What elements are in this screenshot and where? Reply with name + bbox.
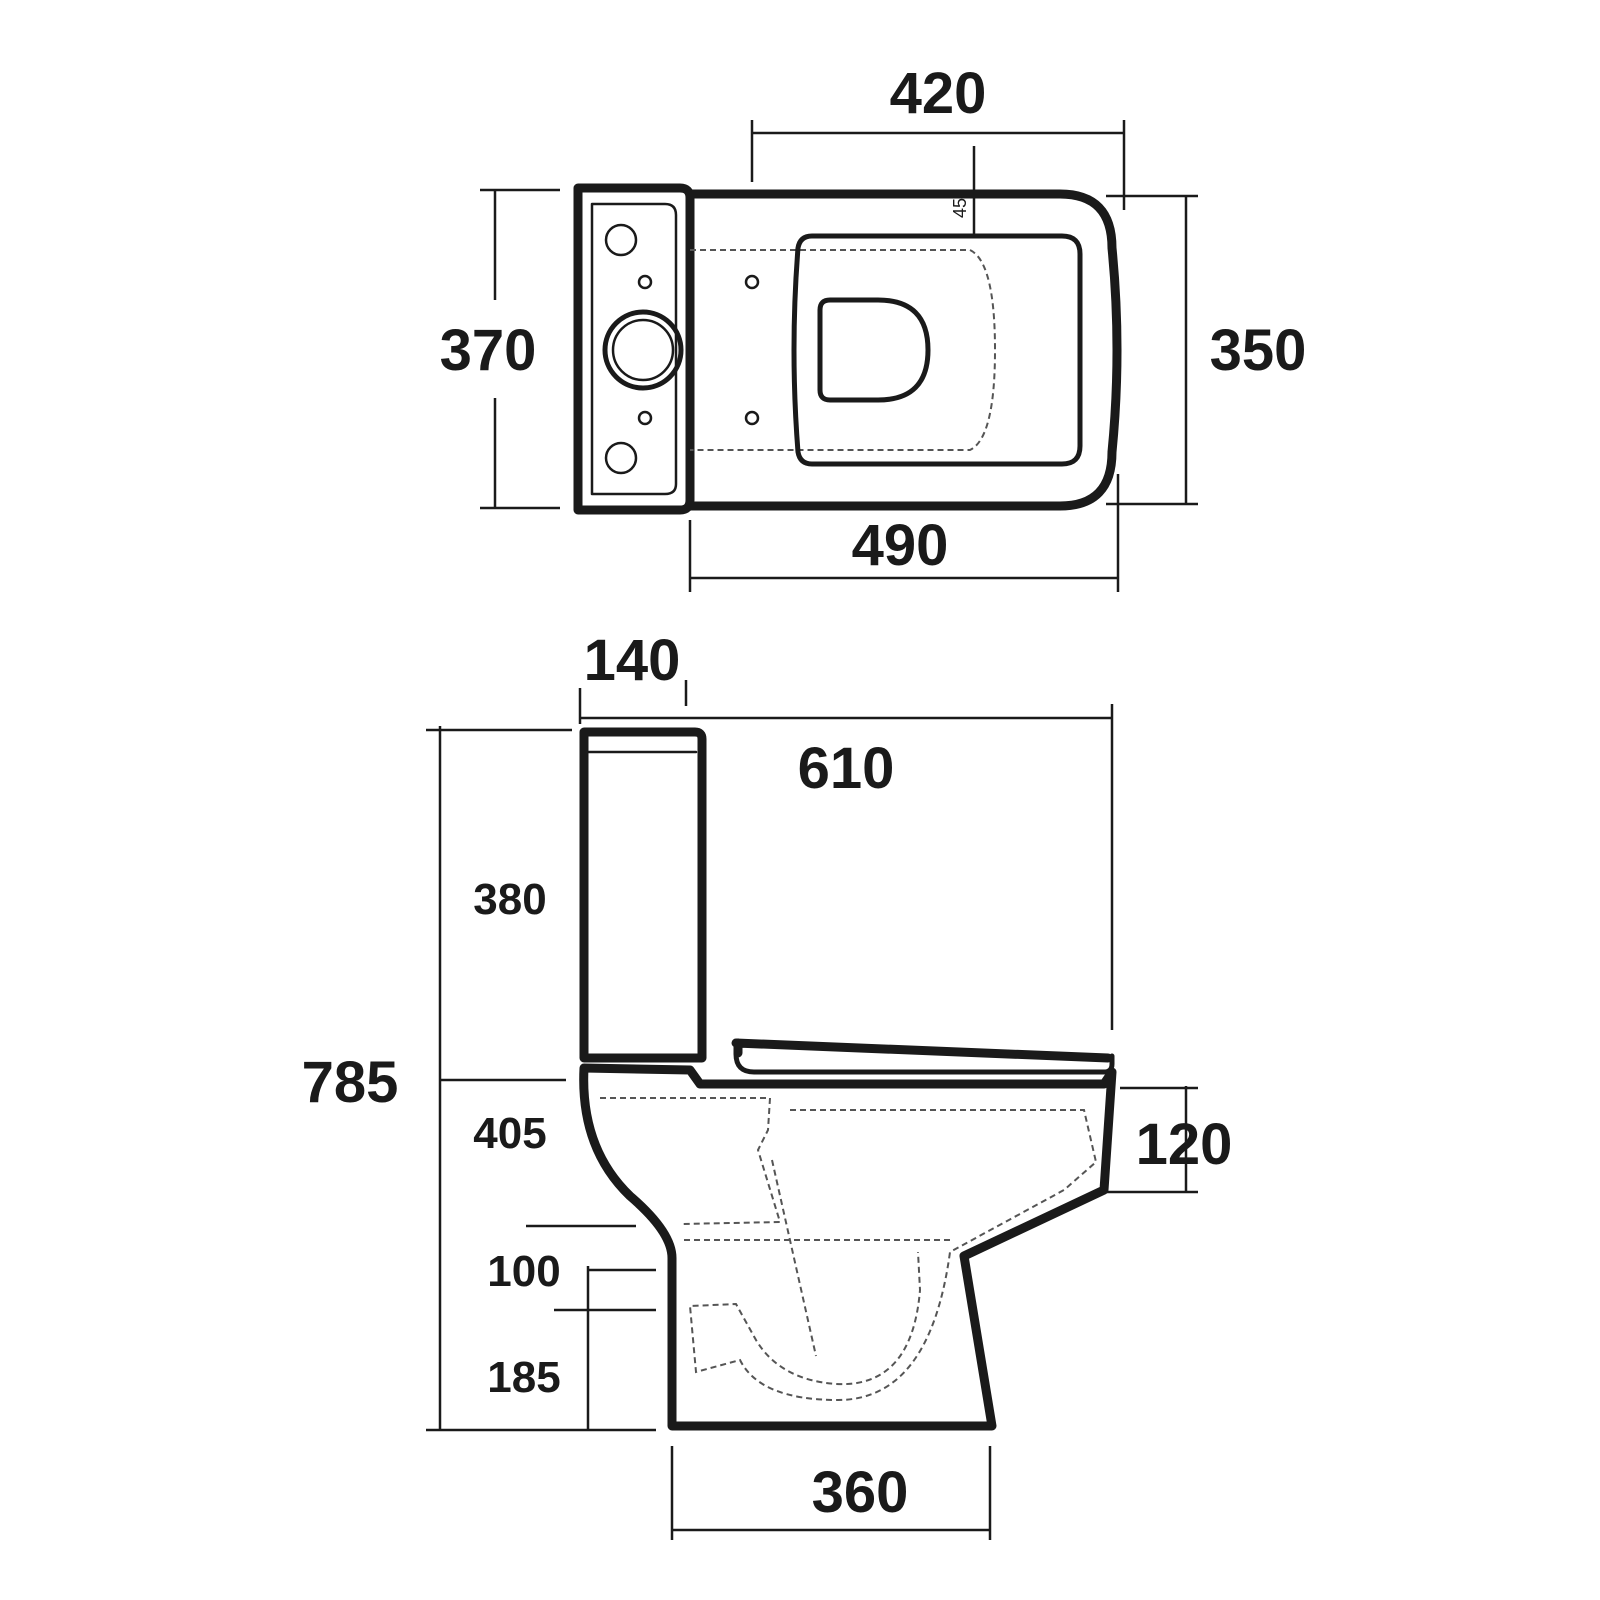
dim-610-label: 610 — [798, 736, 895, 801]
side-pan-hidden-bowl — [600, 1097, 782, 1225]
plan-hole-top — [604, 223, 638, 257]
plan-bolt-lower — [637, 410, 653, 426]
plan-flush-button-inner — [611, 318, 675, 382]
plan-view: 420 45 370 350 490 — [440, 61, 1307, 592]
plan-hinge-bolt-lower — [744, 410, 760, 426]
dim-380-label: 380 — [473, 875, 546, 924]
dim-140-label: 140 — [584, 628, 681, 693]
plan-cistern-outline — [573, 183, 695, 515]
plan-hole-bottom — [604, 441, 638, 475]
dim-120-label: 120 — [1136, 1112, 1233, 1177]
side-view: 140 610 785 380 405 120 100 185 360 — [302, 628, 1233, 1540]
plan-bolt-upper — [637, 274, 653, 290]
dim-490-label: 490 — [852, 513, 949, 578]
side-seat-lid — [731, 1038, 1113, 1063]
plan-seat-outline — [791, 233, 1083, 467]
dim-360-label: 360 — [812, 1460, 909, 1525]
dim-350-label: 350 — [1210, 318, 1307, 383]
plan-seat-opening — [817, 297, 931, 403]
side-pan-hidden-trap — [688, 1109, 1098, 1402]
side-seat-outline — [733, 1041, 1115, 1075]
dim-785-label: 785 — [302, 1050, 399, 1115]
dim-370-label: 370 — [440, 318, 537, 383]
plan-cistern-inner — [590, 202, 678, 496]
plan-hinge-bolt-upper — [744, 274, 760, 290]
plan-pan-outline — [685, 189, 1122, 511]
dim-185-label: 185 — [487, 1353, 560, 1402]
plan-flush-button-outer — [602, 309, 684, 391]
side-pan-outline — [579, 1063, 1117, 1431]
side-pan-hidden-channel — [771, 1159, 817, 1357]
dim-100-label: 100 — [487, 1247, 560, 1296]
plan-bowl-hidden-line — [690, 249, 997, 451]
dim-405-label: 405 — [473, 1109, 546, 1158]
side-cistern-outline — [579, 727, 707, 1063]
dim-420-label: 420 — [890, 61, 987, 126]
dim-45-label: 45 — [950, 198, 970, 218]
